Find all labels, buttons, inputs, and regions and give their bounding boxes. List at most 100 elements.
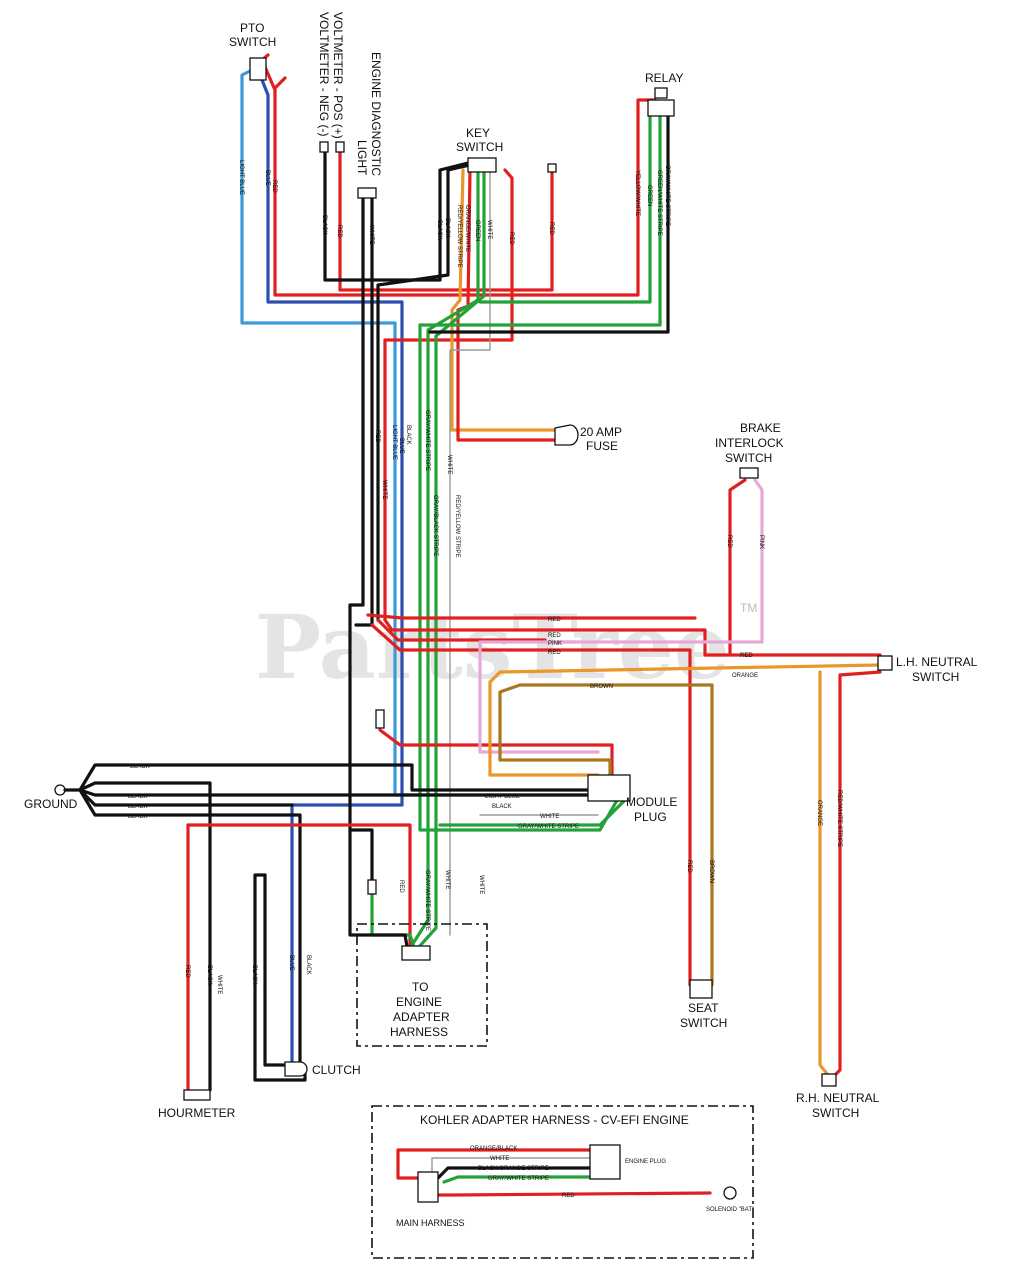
svg-text:YELLOW/WHITE: YELLOW/WHITE — [634, 170, 640, 216]
svg-text:WHITE: WHITE — [381, 480, 387, 499]
svg-text:BLACK/ORANGE STRIPE: BLACK/ORANGE STRIPE — [478, 1166, 549, 1172]
watermark-tm: TM — [740, 601, 757, 615]
solenoid-ring-icon — [723, 1186, 737, 1200]
svg-text:RED: RED — [740, 653, 753, 659]
kohler-adapter-box: KOHLER ADAPTER HARNESS - CV-EFI ENGINE O… — [371, 1105, 754, 1259]
svg-text:LIGHT BLUE: LIGHT BLUE — [485, 794, 520, 800]
wire-labels: LIGHT BLUE BLUE RED BLACK RED WHITE BLAC… — [128, 160, 842, 994]
svg-text:BLACK: BLACK — [436, 220, 442, 240]
svg-text:BROWN: BROWN — [708, 860, 714, 883]
svg-text:WHITE: WHITE — [486, 220, 492, 239]
svg-text:GRAY/WHITE STRIPE: GRAY/WHITE STRIPE — [488, 1176, 549, 1182]
svg-text:WHITE: WHITE — [444, 870, 450, 889]
hourmeter-connector — [183, 1089, 211, 1101]
wire-red-voltmeter — [338, 150, 554, 292]
svg-text:BLACK: BLACK — [305, 955, 311, 975]
svg-text:WHITE: WHITE — [490, 1156, 509, 1162]
seat-switch-connector — [689, 979, 713, 999]
ground-label: GROUND — [24, 797, 78, 811]
svg-text:BLACK: BLACK — [128, 794, 148, 800]
brake-label-3: SWITCH — [725, 451, 772, 465]
lh-neutral-label-1: L.H. NEUTRAL — [896, 655, 978, 669]
svg-text:BLUE: BLUE — [264, 170, 270, 186]
pto-switch-label-1: PTO — [240, 21, 264, 35]
svg-text:RED/YELLOW STRIPE: RED/YELLOW STRIPE — [456, 205, 462, 268]
module-plug-connector — [587, 774, 631, 802]
svg-text:RED: RED — [562, 1193, 575, 1199]
module-plug-label-2: PLUG — [634, 810, 667, 824]
clutch-connector — [284, 1061, 308, 1077]
svg-text:RED: RED — [398, 880, 404, 893]
wire-red-relay — [273, 76, 657, 297]
pto-switch-label-2: SWITCH — [229, 35, 276, 49]
svg-text:ORANGE: ORANGE — [732, 673, 758, 679]
svg-text:GRAY/WHITE STRIPE: GRAY/WHITE STRIPE — [664, 165, 670, 226]
adapter-label-1: TO — [412, 980, 428, 994]
engine-adapter-box — [356, 923, 488, 1047]
main-harness-label: MAIN HARNESS — [396, 1218, 465, 1228]
svg-text:GRAY/WHITE STRIPE: GRAY/WHITE STRIPE — [424, 870, 430, 931]
lh-neutral-label-2: SWITCH — [912, 670, 959, 684]
wire-black-voltmeter — [323, 150, 470, 282]
main-harness-connector — [417, 1171, 439, 1203]
svg-text:RED: RED — [374, 430, 380, 443]
svg-text:RED: RED — [548, 617, 561, 623]
svg-text:ORANGE/WHITE: ORANGE/WHITE — [464, 205, 470, 252]
svg-text:RED: RED — [184, 965, 190, 978]
svg-text:GREEN: GREEN — [646, 185, 652, 206]
solenoid-label: SOLENOID "BAT" — [706, 1207, 754, 1213]
svg-text:GRAY/BLACK STRIPE: GRAY/BLACK STRIPE — [432, 495, 438, 556]
module-plug-label-1: MODULE — [626, 795, 677, 809]
pto-switch-connector — [249, 57, 267, 81]
svg-text:WHITE: WHITE — [540, 814, 559, 820]
svg-text:BLACK: BLACK — [251, 965, 257, 985]
svg-text:WHITE: WHITE — [368, 225, 374, 244]
svg-text:BLACK: BLACK — [206, 965, 212, 985]
seat-switch-label-2: SWITCH — [680, 1016, 727, 1030]
fuse-label-1: 20 AMP — [580, 425, 622, 439]
svg-text:RED: RED — [336, 225, 342, 238]
svg-text:BLACK: BLACK — [128, 804, 148, 810]
svg-text:RED: RED — [271, 180, 277, 193]
svg-text:GREEN: GREEN — [474, 220, 480, 241]
relay-connector — [647, 99, 675, 117]
wires — [78, 53, 882, 1097]
engine-diag-label-1: ENGINE DIAGNOSTIC — [369, 52, 383, 176]
wire-black-diag — [348, 193, 374, 887]
brake-label-2: INTERLOCK — [715, 436, 784, 450]
fuse-icon — [554, 424, 579, 446]
key-switch-label-2: SWITCH — [456, 140, 503, 154]
svg-text:WHITE: WHITE — [478, 875, 484, 894]
adapter-label-3: ADAPTER — [393, 1010, 450, 1024]
svg-text:BLACK: BLACK — [130, 764, 150, 770]
svg-text:RED: RED — [508, 232, 514, 245]
engine-adapter-connector — [401, 945, 431, 961]
svg-text:ORANGE/BLACK: ORANGE/BLACK — [470, 1146, 517, 1152]
svg-text:BLACK: BLACK — [444, 218, 450, 238]
svg-text:ORANGE: ORANGE — [816, 800, 822, 826]
wire-blue-clutch — [260, 78, 404, 1067]
svg-text:LIGHT BLUE: LIGHT BLUE — [391, 425, 397, 460]
svg-text:RED/YELLOW STRIPE: RED/YELLOW STRIPE — [454, 495, 460, 558]
svg-text:LIGHT BLUE: LIGHT BLUE — [238, 160, 244, 195]
svg-text:RED: RED — [686, 860, 692, 873]
svg-text:RED: RED — [726, 535, 732, 548]
svg-text:BLACK: BLACK — [321, 215, 327, 235]
rh-neutral-label-2: SWITCH — [812, 1106, 859, 1120]
svg-text:BROWN: BROWN — [590, 684, 613, 690]
adapter-label-4: HARNESS — [390, 1025, 448, 1039]
svg-text:RED: RED — [548, 650, 561, 656]
svg-text:RED: RED — [548, 633, 561, 639]
kohler-title: KOHLER ADAPTER HARNESS - CV-EFI ENGINE — [420, 1113, 689, 1127]
rh-neutral-connector — [821, 1073, 837, 1087]
svg-text:PINK: PINK — [548, 641, 562, 647]
svg-text:WHITE: WHITE — [446, 455, 452, 474]
lh-neutral-connector — [877, 655, 893, 671]
svg-text:RED: RED — [548, 222, 554, 235]
key-switch-label-1: KEY — [466, 126, 490, 140]
svg-text:PINK: PINK — [758, 535, 764, 549]
svg-text:GRAY/WHITE STRIPE: GRAY/WHITE STRIPE — [518, 824, 579, 830]
engine-diag-label-2: LIGHT — [355, 140, 369, 176]
fuse-label-2: FUSE — [586, 439, 618, 453]
